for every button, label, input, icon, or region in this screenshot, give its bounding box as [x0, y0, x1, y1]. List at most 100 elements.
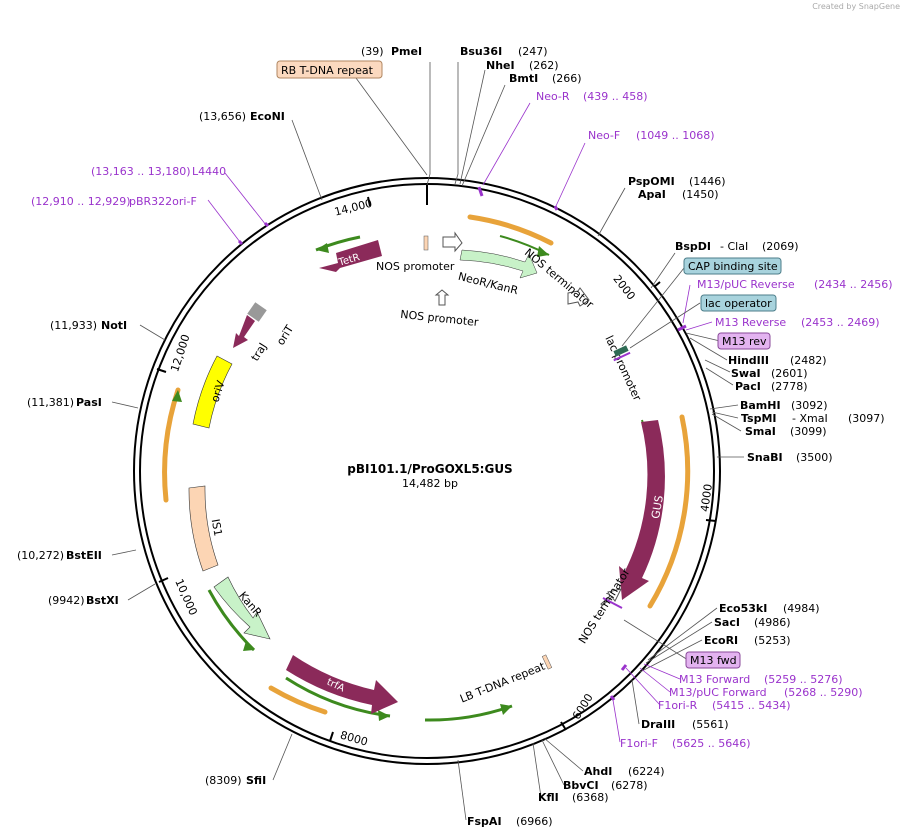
nos-promoter-label-2: NOS promoter — [400, 308, 480, 329]
arrowhead-trfA — [378, 710, 390, 721]
draIII-pos: (5561) — [692, 718, 729, 731]
lac-operator-label: lac operator — [705, 297, 772, 310]
leader-m13-puc-rev — [682, 284, 691, 324]
leader-hindiii — [689, 337, 728, 361]
bamHI-pos: (3092) — [791, 399, 828, 412]
tick-4000 — [705, 519, 717, 522]
plasmid-length: 14,482 bp — [402, 477, 458, 490]
m13-puc-reverse-name: M13/pUC Reverse — [697, 278, 795, 291]
leader-nheI — [459, 69, 486, 185]
f1ori-mark — [620, 664, 628, 671]
bspDI-name: BspDI — [675, 240, 711, 253]
neoR-kanR-label: NeoR/KanR — [457, 270, 520, 298]
tetR-arrow — [319, 240, 382, 272]
f1ori-r-range: (5415 .. 5434) — [712, 699, 791, 712]
leader-tspmi — [711, 411, 739, 419]
snaBI-name: SnaBI — [747, 451, 783, 464]
arrowhead-tetR — [316, 243, 329, 253]
smaI-pos: (3099) — [790, 425, 827, 438]
sfiI-name: SfiI — [246, 774, 266, 787]
hindIII-name: HindIII — [728, 354, 769, 367]
m13-forward-range: (5259 .. 5276) — [764, 673, 843, 686]
leader-eco53ki — [647, 607, 718, 661]
leader-bspdi — [650, 252, 676, 289]
m13-puc-reverse-range: (2434 .. 2456) — [814, 278, 893, 291]
draIII-name: DraIII — [641, 718, 675, 731]
nheI-pos: (262) — [529, 59, 559, 72]
pbr322ori-f-range: (12,910 .. 12,929) — [31, 195, 131, 208]
leader-noti — [139, 324, 166, 341]
neo-f-range: (1049 .. 1068) — [636, 129, 715, 142]
neo-r-range: (439 .. 458) — [583, 90, 648, 103]
m13-forward-name: M13 Forward — [679, 673, 750, 686]
gus-label: GUS — [649, 494, 666, 519]
pmeI-name: PmeI — [391, 45, 422, 58]
eco53kI-name: Eco53kI — [719, 602, 767, 615]
f1ori-r-name: F1ori-R — [658, 699, 698, 712]
lb-tdna-label: LB T-DNA repeat — [458, 659, 547, 705]
pacI-name: PacI — [735, 380, 761, 393]
leader-bmtI — [461, 84, 506, 187]
leader-m13-rev — [685, 332, 721, 342]
lb-tdna-box — [541, 654, 553, 670]
bmtI-pos: (266) — [552, 72, 582, 85]
leader-bsu36I — [454, 62, 459, 185]
tick-label-4000: 4000 — [698, 483, 715, 513]
fspAI-name: FspAI — [467, 815, 502, 828]
pspOMI-pos: (1446) — [689, 175, 726, 188]
primer-marks — [237, 186, 687, 701]
m13-reverse-mark — [677, 324, 687, 332]
tick-12000 — [156, 368, 167, 373]
leader-l4440 — [224, 172, 267, 226]
primer-labels: Neo-R (439 .. 458) Neo-F (1049 .. 1068) … — [31, 90, 893, 750]
m13-reverse-range: (2453 .. 2469) — [801, 316, 880, 329]
swaI-name: SwaI — [731, 367, 761, 380]
leader-bstxi — [127, 583, 156, 601]
leader-pspomi — [597, 187, 626, 237]
tick-6000 — [560, 721, 567, 731]
leader-bamhi — [709, 404, 739, 410]
fspAI-pos: (6966) — [516, 815, 553, 828]
bottom-green-arc — [424, 704, 513, 722]
nos-promoter-box — [423, 235, 429, 251]
arrowhead-left — [172, 390, 182, 402]
plasmid-title: pBI101.1/ProGOXL5:GUS — [347, 462, 512, 476]
sacI-name: SacI — [714, 616, 740, 629]
smaI-name: SmaI — [745, 425, 776, 438]
notI-pos: (11,933) — [50, 319, 97, 332]
leader-saci — [645, 621, 713, 664]
leader-m13-puc-fwd — [639, 667, 671, 693]
leader-ahdi — [543, 737, 584, 772]
neo-primer-arc — [467, 214, 554, 246]
l4440-mark — [263, 221, 270, 228]
hindIII-pos: (2482) — [790, 354, 827, 367]
restriction-sites: (39) PmeI Bsu36I (247) NheI (262) BmtI (… — [17, 45, 885, 828]
leader-neo-f — [555, 142, 586, 207]
leader-fspai — [457, 759, 467, 821]
pasI-pos: (11,381) — [27, 396, 74, 409]
leader-kfli — [532, 742, 542, 798]
leader-cap — [621, 267, 685, 347]
backbone-outer-ring — [133, 177, 721, 765]
swaI-pos: (2601) — [771, 367, 808, 380]
nos-terminator-arrow-2 — [600, 588, 622, 606]
bsu36I-name: Bsu36I — [460, 45, 502, 58]
leader-smaI — [711, 413, 742, 432]
tick-label-14000: 14,000 — [333, 197, 374, 219]
ecoRI-pos: (5253) — [754, 634, 791, 647]
promoter-arrow-top — [442, 231, 463, 253]
neo-r-name: Neo-R — [536, 90, 570, 103]
leader-pasi — [111, 401, 139, 409]
tspMI-sep: - XmaI — [792, 412, 828, 425]
nos-terminator-label-2: NOS terminator — [576, 566, 633, 646]
IS1-label: IS1 — [209, 518, 225, 537]
leader-neo-r — [482, 102, 531, 186]
arrowhead-kanr — [243, 641, 254, 651]
snaBI-pos: (3500) — [796, 451, 833, 464]
m13-fwd-label: M13 fwd — [690, 654, 737, 667]
leader-pacI — [705, 367, 734, 386]
oriT-box — [247, 302, 267, 322]
snapgene-credit: Created by SnapGene — [812, 2, 900, 11]
ecoNI-name: EcoNI — [250, 110, 285, 123]
gus-primer-arc — [647, 414, 691, 609]
